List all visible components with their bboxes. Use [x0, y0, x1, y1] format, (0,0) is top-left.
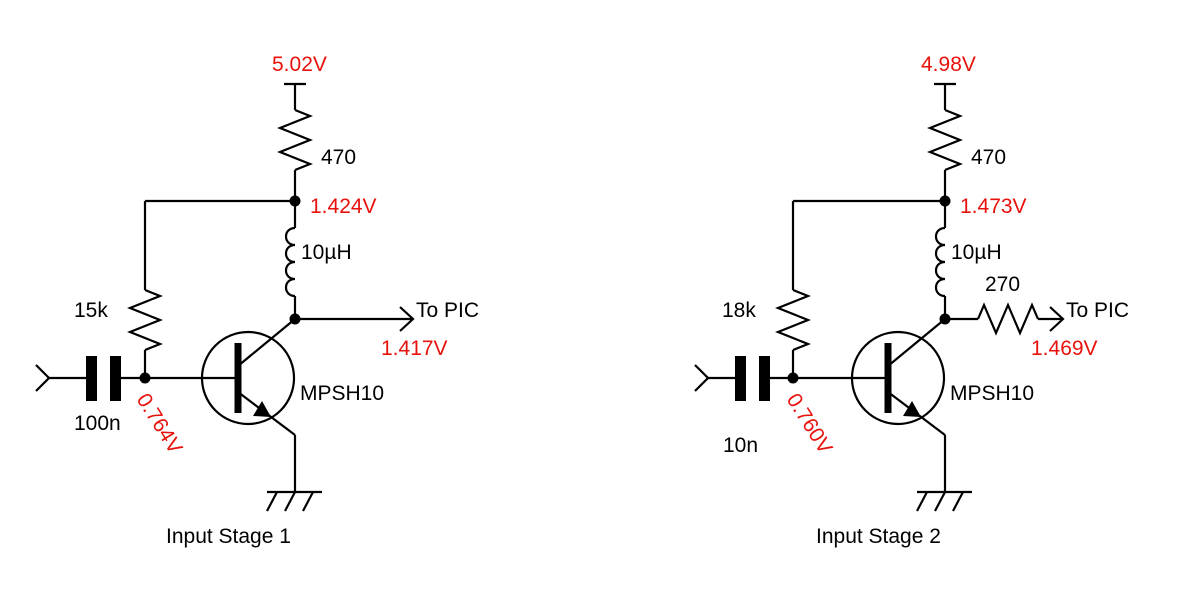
inductor-label: 10µH: [301, 241, 352, 264]
base-voltage: 0.764V: [132, 389, 187, 458]
junction-dot: [289, 195, 301, 207]
bias-resistor-label: 18k: [722, 299, 756, 322]
node-voltage: 1.424V: [310, 195, 377, 218]
transistor-label: MPSH10: [300, 382, 384, 405]
ground-hatch: [916, 491, 928, 512]
ground-hatch: [284, 491, 296, 512]
capacitor-plate-left: [86, 356, 97, 401]
inductor-label: 10µH: [951, 241, 1002, 264]
collector-resistor: [927, 108, 963, 172]
inductor: [934, 226, 946, 298]
output-arrow-icon: [1049, 306, 1065, 332]
transistor-body: [850, 330, 946, 426]
junction-dot: [939, 195, 951, 207]
ground-hatch: [934, 491, 946, 512]
capacitor-plate-left: [735, 356, 746, 401]
transistor-label: MPSH10: [950, 382, 1034, 405]
output-voltage: 1.469V: [1031, 337, 1098, 360]
output-label: To PIC: [1066, 299, 1129, 322]
emitter-arrow-icon: [253, 401, 271, 417]
supply-voltage: 5.02V: [272, 53, 327, 76]
stage-title: Input Stage 1: [166, 525, 291, 548]
stage-title: Input Stage 2: [816, 525, 941, 548]
capacitor-label: 10n: [723, 434, 758, 457]
input-terminal-icon: [694, 364, 710, 392]
collector-resistor: [277, 108, 313, 172]
supply-voltage: 4.98V: [921, 53, 976, 76]
base-voltage: 0.760V: [782, 389, 837, 458]
bias-resistor-label: 15k: [74, 299, 108, 322]
input-terminal-icon: [35, 364, 51, 392]
input-stage-1: 5.02V 470 1.424V 10µH 15k To PIC 1.417V …: [35, 53, 479, 548]
bias-resistor: [127, 288, 163, 352]
transistor-body: [200, 330, 296, 426]
collector-resistor-label: 470: [321, 146, 356, 169]
emitter-arrow-icon: [903, 401, 921, 417]
series-resistor-label: 270: [985, 273, 1020, 296]
node-voltage: 1.473V: [960, 195, 1027, 218]
ground-hatch: [266, 491, 278, 512]
collector-resistor-label: 470: [971, 146, 1006, 169]
capacitor-plate-right: [759, 356, 770, 401]
transistor-collector: [237, 318, 296, 367]
inductor: [284, 226, 296, 298]
output-arrow-icon: [399, 306, 415, 332]
input-stage-2: 4.98V 470 1.473V 10µH 270 18k To PIC 1.4…: [694, 53, 1129, 548]
ground-hatch: [302, 491, 314, 512]
capacitor-label: 100n: [74, 412, 121, 435]
bias-resistor: [775, 288, 811, 352]
ground-hatch: [952, 491, 964, 512]
series-resistor: [976, 302, 1040, 336]
output-voltage: 1.417V: [381, 337, 448, 360]
output-label: To PIC: [416, 299, 479, 322]
capacitor-plate-right: [110, 356, 121, 401]
transistor-collector: [887, 318, 946, 367]
